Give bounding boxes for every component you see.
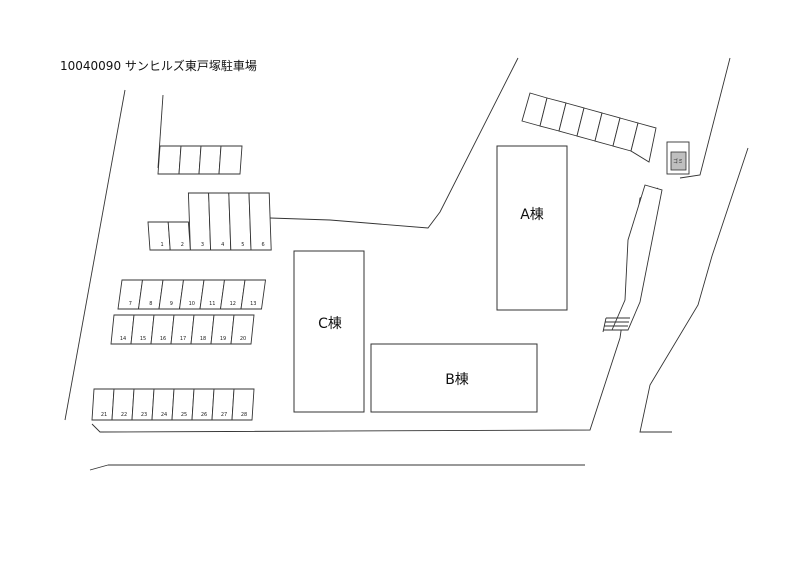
unnumbered-stalls-north — [157, 145, 243, 175]
driveway-line — [269, 57, 519, 229]
page-title: 10040090 サンヒルズ東戸塚駐車場 — [60, 59, 257, 73]
parking-stall-number-5: 5 — [241, 242, 244, 248]
stall-row-7-13: 7 8 9 10 11 12 13 — [117, 279, 267, 310]
parking-stall-13 — [240, 279, 267, 310]
parking-stall-number-22: 22 — [121, 412, 127, 418]
parking-stall-6 — [248, 192, 272, 251]
parking-stall-number-19: 19 — [220, 336, 226, 342]
trash-station-outline — [666, 141, 690, 175]
south-road-line — [89, 464, 109, 471]
parking-stall-20 — [230, 314, 255, 345]
embankment — [611, 184, 663, 331]
unnumbered-stall — [630, 122, 657, 163]
trash-station: ゴミ — [666, 141, 690, 175]
parking-stall-number-1: 1 — [161, 242, 164, 248]
parking-stall-number-8: 8 — [149, 301, 152, 307]
unnumbered-stall — [178, 145, 202, 175]
parking-stall-number-10: 10 — [189, 301, 195, 307]
east-boundary-line — [639, 147, 749, 433]
building-b-label: B棟 — [445, 372, 469, 388]
parking-stall-number-17: 17 — [180, 336, 186, 342]
parking-stall-number-2: 2 — [181, 242, 184, 248]
parking-stall-number-28: 28 — [241, 412, 247, 418]
parking-stall-number-24: 24 — [161, 412, 167, 418]
parking-stall-number-12: 12 — [230, 301, 236, 307]
parking-stall-number-18: 18 — [200, 336, 206, 342]
parking-stall-4 — [208, 192, 232, 251]
building-c-label: C棟 — [318, 316, 342, 332]
parking-stall-number-27: 27 — [221, 412, 227, 418]
parking-stall-number-13: 13 — [250, 301, 256, 307]
unnumbered-stalls-northeast — [521, 92, 657, 163]
parking-stall-2 — [167, 221, 191, 251]
building-b-outline — [370, 343, 538, 413]
parking-stall-number-21: 21 — [101, 412, 107, 418]
building-a-label: A棟 — [520, 207, 544, 223]
stairs-edge — [602, 317, 607, 333]
trash-label: ゴミ — [673, 158, 683, 165]
building-c-outline — [293, 250, 365, 413]
parking-stall-number-6: 6 — [262, 242, 265, 248]
unnumbered-stall — [198, 145, 222, 175]
slope — [602, 184, 663, 333]
parking-stall-number-3: 3 — [201, 242, 204, 248]
parking-stall-28 — [231, 388, 255, 421]
stall-row-21-28: 21 22 23 24 25 26 27 28 — [91, 388, 255, 421]
stall-row-1-6: 1 2 3 4 5 6 — [147, 192, 272, 251]
building-c: C棟 — [293, 250, 365, 413]
parking-stall-number-14: 14 — [120, 336, 126, 342]
northeast-boundary-line — [679, 57, 731, 179]
parking-stall-number-16: 16 — [160, 336, 166, 342]
parking-stall-number-9: 9 — [170, 301, 173, 307]
building-b: B棟 — [370, 343, 538, 413]
parking-stall-number-26: 26 — [201, 412, 207, 418]
trash-box — [670, 151, 687, 171]
parking-stall-5 — [228, 192, 252, 251]
parking-stall-number-7: 7 — [129, 301, 132, 307]
parking-stall-number-23: 23 — [141, 412, 147, 418]
parking-stall-number-11: 11 — [209, 301, 215, 307]
building-a-outline — [496, 145, 568, 311]
parking-stall-number-25: 25 — [181, 412, 187, 418]
unnumbered-stall — [157, 145, 182, 175]
north-boundary-line — [157, 94, 164, 169]
parking-stall-3 — [187, 192, 212, 251]
parking-stall-number-4: 4 — [221, 242, 224, 248]
building-a: A棟 — [496, 145, 568, 311]
west-boundary-line — [64, 89, 126, 421]
parking-stall-number-15: 15 — [140, 336, 146, 342]
parking-stall-1 — [147, 221, 171, 251]
unnumbered-stall — [218, 145, 243, 175]
parking-stall-number-20: 20 — [240, 336, 246, 342]
stall-row-14-20: 14 15 16 17 18 19 20 — [110, 314, 255, 345]
